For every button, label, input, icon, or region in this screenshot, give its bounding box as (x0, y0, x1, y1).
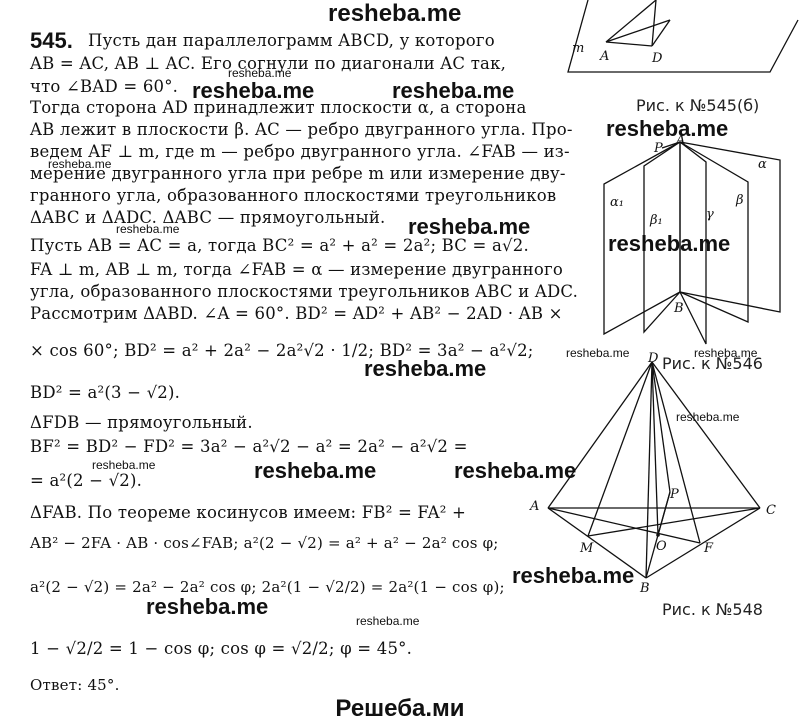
text-line-1: Пусть дан параллелограмм ABCD, у которог… (88, 31, 495, 50)
label-B: B (639, 581, 650, 596)
problem-number: 545. (30, 28, 73, 53)
text-line-8: гранного угла, образованного плоскостями… (30, 186, 557, 205)
text-line-21: a²(2 − √2) = 2a² − 2a² cos φ; 2a²(1 − √2… (30, 578, 505, 596)
watermark: resheba.me (512, 563, 635, 588)
label-alpha1: α₁ (610, 195, 624, 210)
watermark: resheba.me (254, 458, 377, 483)
text-line-9: ΔABC и ΔADC. ΔABC — прямоугольный. (30, 208, 386, 227)
label-A: A (599, 49, 609, 64)
text-line-16: ΔFDB — прямоугольный. (30, 413, 253, 432)
text-line-23: Ответ: 45°. (30, 676, 120, 694)
watermark: resheba.me (192, 78, 315, 103)
caption-546: Рис. к №546 (662, 354, 763, 373)
caption-545b: Рис. к №545(б) (636, 96, 760, 115)
text-line-2: AB = AC, AB ⊥ AC. Его согнули по диагона… (30, 54, 507, 73)
label-O: O (656, 539, 667, 554)
text-line-22: 1 − √2/2 = 1 − cos φ; cos φ = √2/2; φ = … (30, 639, 413, 658)
text-line-10: Пусть AB = AC = a, тогда BC² = a² + a² =… (30, 236, 529, 255)
label-m: m (572, 41, 584, 56)
watermark: resheba.me (608, 231, 731, 256)
figure-548: D A C P M O F B (529, 351, 776, 596)
text-line-17: BF² = BD² − FD² = 3a² − a²√2 − a² = 2a² … (30, 437, 468, 456)
watermark-small: resheba.me (676, 410, 740, 424)
text-line-3: что ∠BAD = 60°. (30, 77, 179, 96)
text-line-5: AB лежит в плоскости β. AC — ребро двугр… (30, 120, 573, 139)
label-P: P (653, 141, 663, 156)
text-line-14: × cos 60°; BD² = a² + 2a² − 2a²√2 · 1/2;… (30, 341, 534, 360)
label-D: D (651, 51, 663, 66)
figure-546: P A α α₁ β₁ γ β B (603, 133, 781, 345)
text-line-15: BD² = a²(3 − √2). (30, 383, 181, 402)
label-A: A (529, 499, 539, 514)
label-C: C (766, 503, 776, 518)
label-beta: β (735, 193, 744, 208)
footer-watermark: Решеба.ми (335, 695, 465, 722)
label-beta1: β₁ (649, 213, 663, 228)
watermark: resheba.me (392, 78, 515, 103)
watermark-small: resheba.me (566, 346, 630, 360)
watermark-small: resheba.me (356, 614, 420, 628)
watermark-small: resheba.me (694, 346, 758, 360)
watermark: resheba.me (454, 458, 577, 483)
header-watermark: resheba.me (328, 0, 462, 27)
watermark-small: resheba.me (48, 157, 112, 171)
text-line-18: = a²(2 − √2). (30, 471, 143, 490)
text-line-12: угла, образованного плоскостями треуголь… (30, 282, 579, 301)
text-line-7: мерение двугранного угла при ребре m или… (30, 164, 566, 183)
text-line-11: FA ⊥ m, AB ⊥ m, тогда ∠FAB = α — измерен… (30, 260, 563, 279)
watermark: resheba.me (364, 356, 487, 381)
label-gamma: γ (706, 207, 714, 222)
label-alpha: α (758, 157, 767, 172)
watermark: resheba.me (606, 116, 729, 141)
watermark-small: resheba.me (92, 458, 156, 472)
text-line-6: ведем AF ⊥ m, где m — ребро двугранного … (30, 142, 570, 161)
label-F: F (703, 541, 714, 556)
label-P: P (669, 487, 679, 502)
caption-548: Рис. к №548 (662, 600, 763, 619)
label-A: A (675, 133, 685, 148)
watermark: resheba.me (408, 214, 531, 239)
watermark-small: resheba.me (228, 66, 292, 80)
text-line-19: ΔFAB. По теореме косинусов имеем: FB² = … (30, 503, 467, 522)
watermark-small: resheba.me (116, 222, 180, 236)
text-line-20: AB² − 2FA · AB · cos∠FAB; a²(2 − √2) = a… (30, 534, 499, 552)
label-M: M (579, 541, 594, 556)
text-line-4: Тогда сторона AD принадлежит плоскости α… (30, 98, 527, 117)
text-line-13: Рассмотрим ΔABD. ∠A = 60°. BD² = AD² + A… (30, 304, 563, 323)
figure-545b: m A D (567, 0, 799, 73)
watermark: resheba.me (146, 594, 269, 619)
label-B: B (673, 301, 684, 316)
label-D: D (647, 351, 659, 366)
